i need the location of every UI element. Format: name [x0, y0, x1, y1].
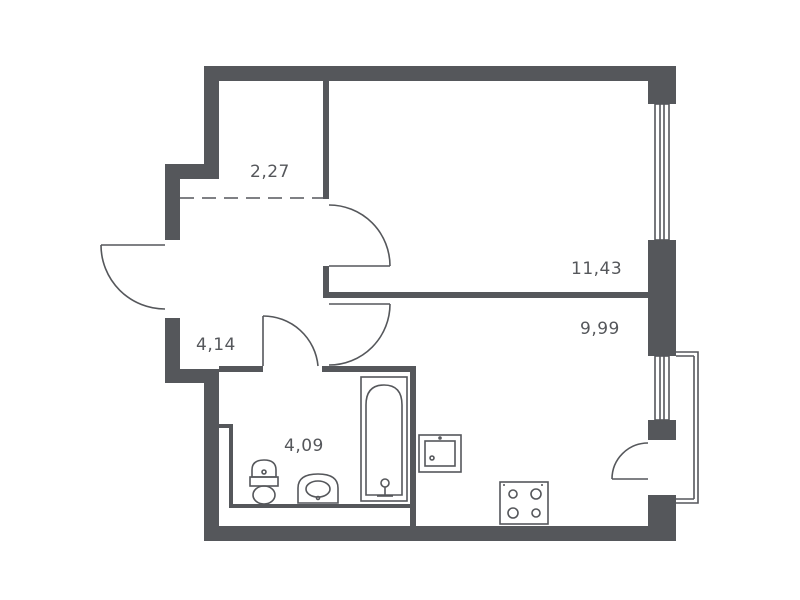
window-living-room: [654, 103, 670, 241]
room-area-hallway: 4,14: [196, 335, 236, 355]
entrance-door: [100, 244, 166, 310]
room-area-kitchen: 9,99: [580, 319, 620, 339]
washbasin-icon: [297, 473, 339, 504]
interior-walls: [219, 81, 648, 526]
bathroom-door: [262, 315, 319, 367]
balcony: [676, 351, 699, 504]
window-kitchen: [654, 355, 670, 421]
exterior-walls: [165, 66, 676, 541]
balcony-door: [611, 442, 649, 480]
kitchen-sink-icon: [418, 434, 462, 473]
cooktop-icon: [499, 481, 549, 525]
bathtub-icon: [360, 376, 408, 502]
kitchen-door: [328, 303, 391, 366]
room-area-bathroom: 4,09: [284, 436, 324, 456]
room-area-living-room: 11,43: [571, 259, 622, 279]
toilet-icon: [249, 459, 279, 505]
room-area-storage: 2,27: [250, 162, 290, 182]
living-room-door: [328, 204, 391, 267]
